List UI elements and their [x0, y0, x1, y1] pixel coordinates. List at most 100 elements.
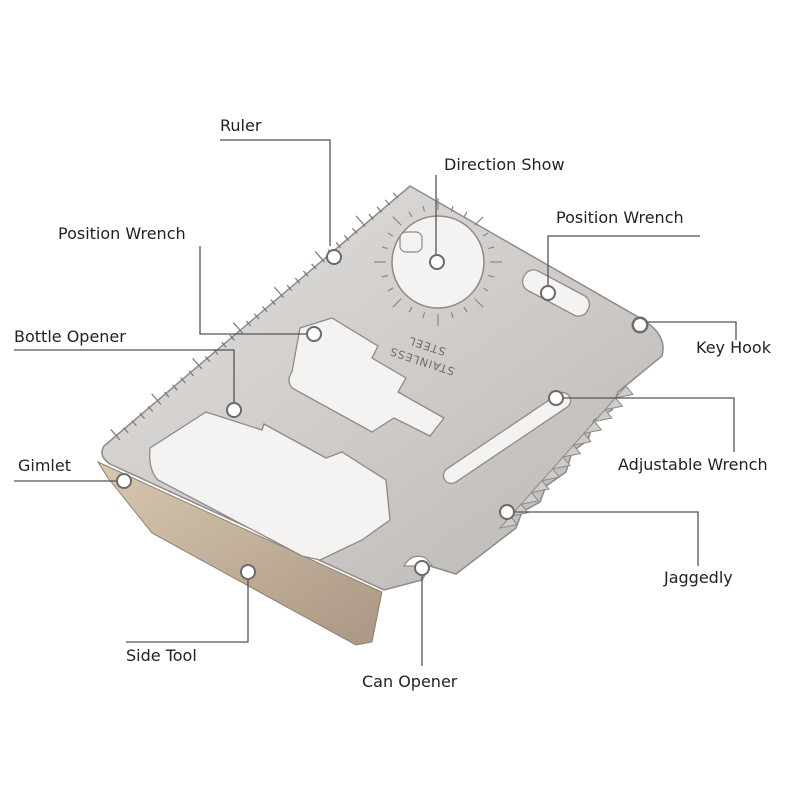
compass-tick — [381, 274, 388, 278]
dot-ruler — [326, 249, 342, 265]
saw-tooth — [530, 479, 550, 494]
ruler-tick — [273, 286, 284, 299]
compass-tick — [450, 205, 454, 212]
ruler-tick — [172, 384, 178, 391]
compass-tick — [450, 312, 454, 319]
label-jaggedly: Jaggedly — [664, 568, 733, 587]
compass-tick — [381, 246, 388, 250]
compass-tick — [488, 246, 495, 250]
ruler-tick — [392, 192, 399, 199]
compass-tick — [408, 306, 413, 313]
compass-tick — [474, 216, 484, 226]
leader-jaggedly — [508, 511, 699, 566]
ruler-tick — [376, 206, 383, 213]
saw-teeth — [498, 385, 634, 529]
saw-tooth — [498, 515, 519, 529]
ruler-tick — [123, 427, 129, 434]
card-edge — [96, 460, 383, 646]
compass-tick — [488, 274, 495, 278]
ruler-tick — [368, 213, 374, 220]
leader-key-hook — [646, 321, 737, 340]
ruler-tick — [229, 334, 235, 341]
dot-gimlet — [116, 473, 132, 489]
label-position-wrench-left: Position Wrench — [58, 224, 186, 243]
compass-tick — [392, 216, 402, 226]
saw-tooth — [540, 468, 561, 482]
ruler-tick — [253, 313, 260, 320]
label-gimlet: Gimlet — [18, 456, 71, 475]
dot-jaggedly — [499, 504, 515, 520]
ruler-tick — [233, 322, 244, 334]
leader-ruler — [220, 139, 331, 246]
leader-position-wrench-left — [199, 246, 310, 335]
compass-tick — [463, 306, 468, 313]
ruler-tick — [131, 420, 137, 427]
ruler-tick — [355, 215, 366, 227]
ruler-tick — [384, 199, 391, 206]
saw-tooth — [603, 397, 624, 411]
ruler-tick — [139, 412, 145, 420]
ruler-tick — [151, 393, 162, 405]
bottle-opener-cutout — [288, 317, 445, 437]
dot-position-wrench-left — [306, 326, 322, 342]
callout-dots — [116, 249, 648, 580]
compass-tick — [387, 287, 394, 292]
ruler-tick — [188, 370, 195, 377]
compass-tick — [422, 205, 426, 212]
large-cutout — [149, 411, 391, 561]
ruler-tick — [270, 299, 276, 306]
ruler-tick — [245, 320, 252, 327]
saw-tooth — [561, 444, 582, 458]
leader-side-tool — [126, 572, 249, 643]
saw-tooth — [593, 408, 613, 423]
label-key-hook: Key Hook — [696, 338, 771, 357]
leader-adjustable-wrench — [558, 397, 735, 452]
ruler-tick — [303, 270, 309, 277]
ruler-tick — [335, 242, 342, 249]
ruler-tick — [204, 356, 211, 363]
ruler-ticks — [110, 192, 399, 441]
ruler-tick — [294, 277, 301, 284]
compass-tick — [387, 232, 394, 237]
adjustable-wrench-slot — [442, 391, 572, 485]
label-adjustable-wrench: Adjustable Wrench — [618, 455, 768, 474]
label-bottle-opener: Bottle Opener — [14, 327, 126, 346]
ruler-tick — [343, 235, 350, 242]
ruler-tick — [286, 284, 293, 291]
dot-adjustable-wrench — [548, 390, 564, 406]
compass-tick — [463, 211, 468, 218]
compass-tick — [482, 287, 489, 292]
dot-bottle-opener — [226, 402, 242, 418]
saw-tooth — [551, 456, 571, 470]
compass-tick — [422, 312, 426, 319]
label-ruler: Ruler — [220, 116, 262, 135]
ruler-tick — [147, 405, 154, 412]
dot-side-tool — [240, 564, 256, 580]
saw-tooth — [614, 385, 634, 399]
compass-tick — [482, 232, 489, 237]
ruler-tick — [221, 341, 227, 348]
ruler-tick — [311, 263, 317, 270]
ruler-tick — [192, 357, 203, 370]
ruler-tick — [164, 391, 170, 398]
dot-position-wrench-right — [540, 285, 556, 301]
ruler-tick — [352, 227, 358, 234]
compass-tick — [408, 211, 413, 218]
dot-can-opener — [414, 560, 430, 576]
dot-key-hook — [632, 317, 648, 333]
compass-tick — [392, 298, 402, 308]
leader-position-wrench-right — [547, 235, 700, 290]
label-can-opener: Can Opener — [362, 672, 458, 691]
ruler-tick — [180, 377, 186, 384]
ruler-tick — [110, 429, 121, 441]
ruler-tick — [262, 306, 268, 313]
label-direction-show: Direction Show — [444, 155, 565, 174]
compass-tick — [474, 298, 484, 308]
label-position-wrench-right: Position Wrench — [556, 208, 684, 227]
saw-tooth — [519, 491, 540, 506]
saw-tooth — [572, 432, 592, 446]
leader-bottle-opener — [14, 349, 235, 408]
ruler-tick — [314, 251, 325, 263]
saw-tooth — [582, 420, 603, 435]
